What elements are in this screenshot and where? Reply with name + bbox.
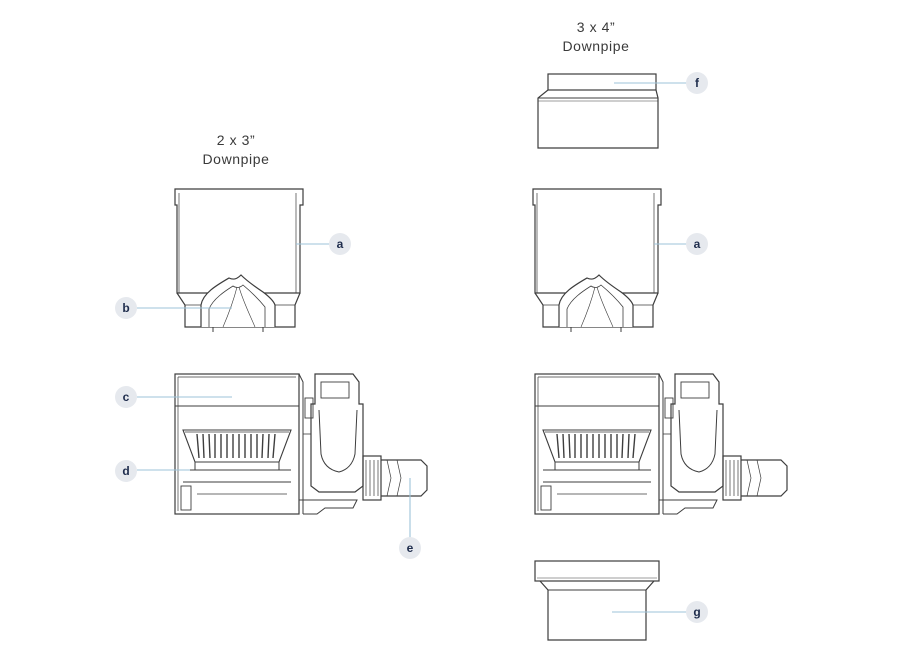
- leader-lines: [137, 82, 688, 613]
- title-right-line2: Downpipe: [562, 38, 630, 54]
- adapter-top: [537, 73, 659, 149]
- callout-f: f: [686, 72, 708, 94]
- title-right-line1: 3 x 4”: [576, 19, 616, 35]
- callout-b: b: [115, 297, 137, 319]
- callout-e: e: [399, 537, 421, 559]
- adapter-bottom: [534, 560, 660, 641]
- title-left-line2: Downpipe: [202, 151, 270, 167]
- callout-d: d: [115, 460, 137, 482]
- callout-g: g: [686, 601, 708, 623]
- callout-c: c: [115, 386, 137, 408]
- title-2x3-downpipe: 2 x 3” Downpipe: [166, 131, 306, 169]
- callout-a-left: a: [329, 233, 351, 255]
- title-left-line1: 2 x 3”: [216, 132, 256, 148]
- title-3x4-downpipe: 3 x 4” Downpipe: [526, 18, 666, 56]
- callout-a-right: a: [686, 233, 708, 255]
